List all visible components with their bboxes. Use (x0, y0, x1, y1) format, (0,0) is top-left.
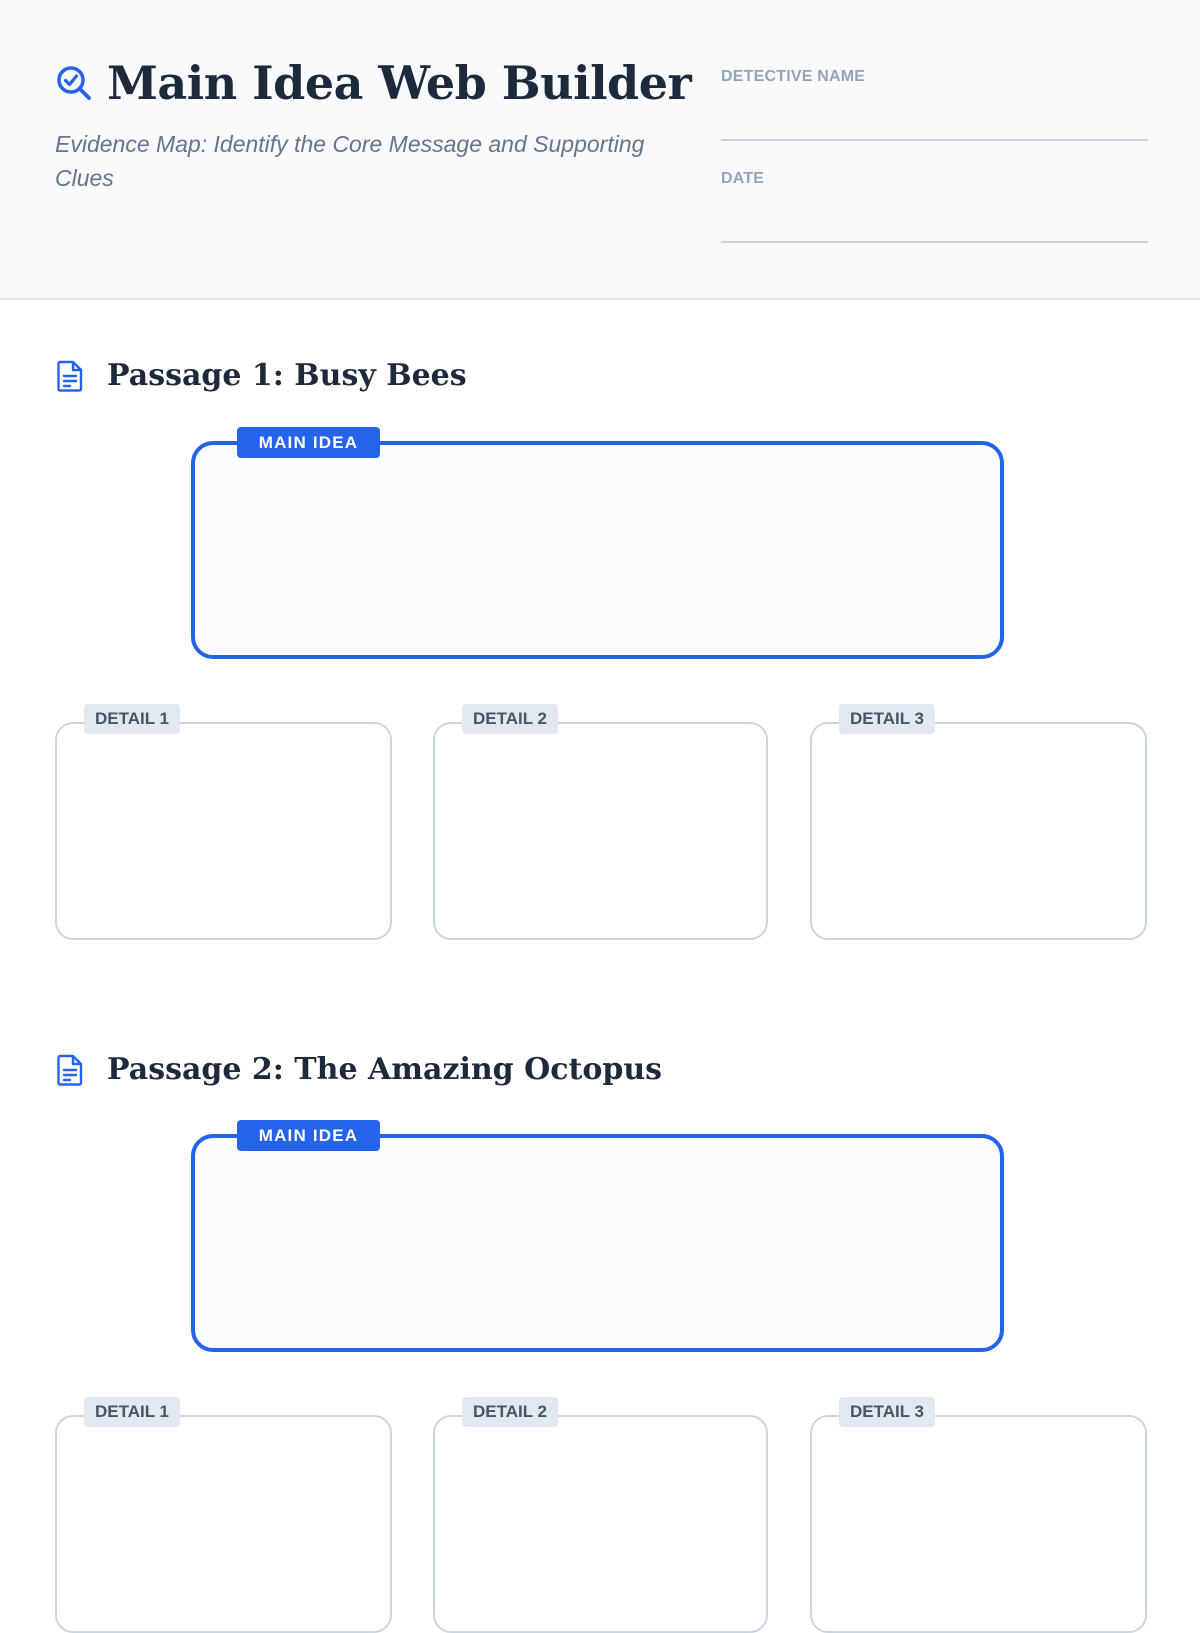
passage-1-detail-2-box[interactable] (433, 722, 768, 940)
worksheet-header: Main Idea Web Builder Evidence Map: Iden… (0, 0, 1200, 300)
title-row: Main Idea Web Builder (55, 56, 692, 110)
passage-2-heading: Passage 2: The Amazing Octopus (55, 1052, 662, 1087)
passage-1-detail-2-label: DETAIL 2 (462, 704, 558, 734)
passage-2-title: Passage 2: The Amazing Octopus (107, 1052, 663, 1087)
passage-1-heading: Passage 1: Busy Bees (55, 358, 467, 393)
passage-1-main-idea-box[interactable] (191, 441, 1004, 659)
passage-2-detail-1-box[interactable] (55, 1415, 392, 1633)
passage-1-main-idea-label: MAIN IDEA (237, 427, 380, 458)
passage-2-detail-1-label: DETAIL 1 (84, 1397, 180, 1427)
date-field[interactable] (721, 241, 1148, 243)
document-icon (57, 1054, 83, 1086)
passage-1-detail-3-label: DETAIL 3 (839, 704, 935, 734)
page-title: Main Idea Web Builder (107, 56, 692, 110)
page-subtitle: Evidence Map: Identify the Core Message … (55, 131, 645, 191)
passage-2-main-idea-label: MAIN IDEA (237, 1120, 380, 1151)
passage-1-title: Passage 1: Busy Bees (107, 358, 467, 393)
document-icon (57, 360, 83, 392)
passage-2-detail-2-label: DETAIL 2 (462, 1397, 558, 1427)
passage-1-detail-1-label: DETAIL 1 (84, 704, 180, 734)
passage-1-detail-1-box[interactable] (55, 722, 392, 940)
passage-2-detail-2-box[interactable] (433, 1415, 768, 1633)
passage-2-detail-3-label: DETAIL 3 (839, 1397, 935, 1427)
passage-1-detail-3-box[interactable] (810, 722, 1147, 940)
passage-2-detail-3-box[interactable] (810, 1415, 1147, 1633)
magnifier-check-icon (57, 66, 91, 100)
detective-name-label: DETECTIVE NAME (721, 68, 866, 85)
detective-name-field[interactable] (721, 139, 1148, 141)
passage-2-main-idea-box[interactable] (191, 1134, 1004, 1352)
date-label: DATE (721, 170, 765, 187)
